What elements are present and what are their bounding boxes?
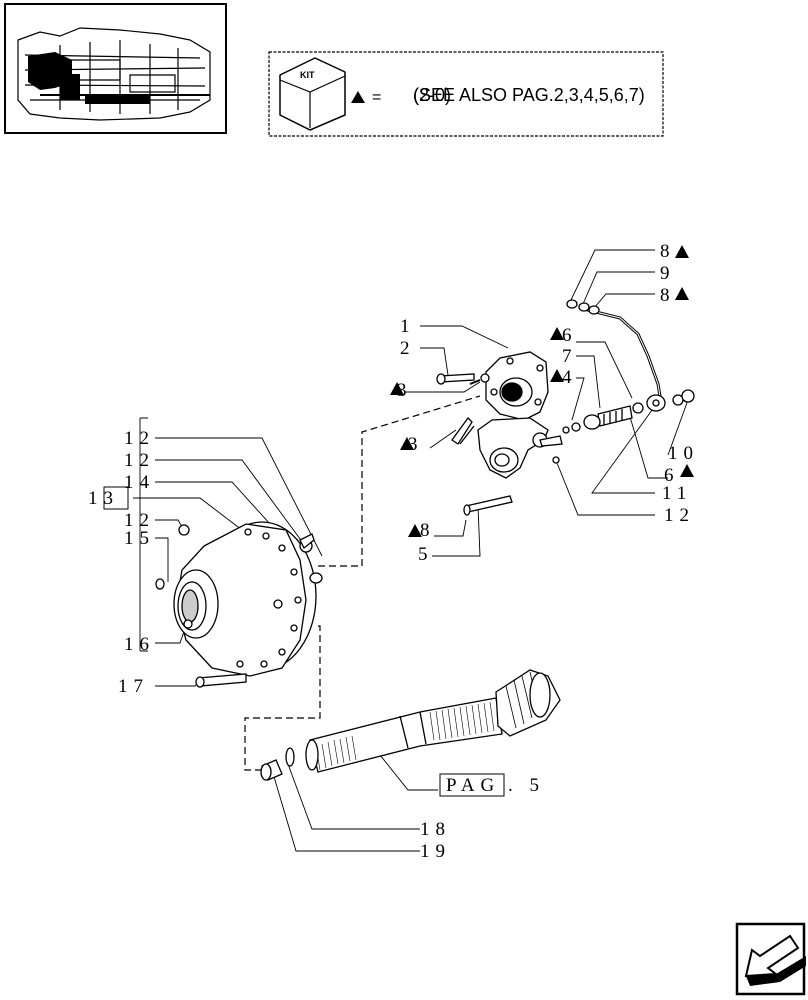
label-9: 9: [660, 263, 676, 284]
triangle-icon: [550, 327, 564, 340]
triangle-icon: [680, 464, 694, 477]
pto-shaft: [305, 669, 561, 773]
label-11: 11: [662, 483, 692, 504]
flange-housing: [155, 521, 323, 688]
label-17: 17: [118, 676, 149, 697]
pin-with-oring: [463, 495, 513, 516]
kit-legend-box: KIT = (SEE ALSO PAG.2,3,4,5,6,7) (2-0): [268, 51, 664, 137]
thumbnail-overview[interactable]: [4, 3, 227, 134]
assembly-dash-lines: [244, 395, 481, 771]
label-15: 15: [124, 528, 155, 549]
label-8: 8: [660, 285, 676, 306]
bushing-and-ring: [260, 747, 295, 781]
label-2: 2: [400, 338, 416, 359]
label-12: 12: [664, 505, 695, 526]
label-12: 12: [124, 450, 155, 471]
part-labels: 8 9 8 1 2 6 7 4 3 3 10 6 11 12 8 5 12 12…: [88, 241, 699, 862]
arrow-left-icon: [744, 934, 806, 986]
label-6: 6: [562, 325, 578, 346]
back-arrow-button[interactable]: [735, 922, 806, 996]
triangle-icon: [400, 437, 414, 450]
label-4: 4: [562, 367, 578, 388]
label-12: 12: [124, 510, 155, 531]
kit-badge-label: KIT: [300, 70, 315, 80]
see-also-reference: (SEE ALSO PAG.2,3,4,5,6,7): [413, 85, 645, 105]
pump-cover: [436, 351, 549, 421]
label-6: 6: [664, 465, 680, 486]
kit-number-reference: (2-0): [413, 85, 451, 105]
label-1: 1: [400, 316, 416, 337]
triangle-icon: [675, 245, 689, 258]
label-18: 18: [420, 819, 451, 840]
triangle-marker-icon: [351, 91, 365, 103]
kit-cube-icon: KIT: [279, 57, 346, 131]
triangle-icon: [408, 524, 422, 537]
label-16: 16: [124, 634, 155, 655]
label-8: 8: [660, 241, 676, 262]
page-reference-word: PAG: [446, 775, 500, 796]
kit-triangles: [390, 245, 694, 537]
pump-housing: [451, 417, 563, 479]
label-5: 5: [418, 544, 434, 565]
label-19: 19: [420, 841, 451, 862]
label-13: 13: [88, 488, 119, 509]
label-7: 7: [562, 346, 578, 367]
triangle-icon: [550, 369, 564, 382]
label-8: 8: [420, 520, 436, 541]
triangle-icon: [390, 382, 404, 395]
oil-pipe-assembly: [562, 299, 695, 434]
kit-equals-sign: =: [372, 89, 381, 106]
label-13-group: 13: [88, 486, 129, 510]
label-3: 3: [408, 434, 424, 455]
page-reference[interactable]: PAG . 5: [439, 773, 545, 797]
label-10: 10: [668, 443, 699, 464]
label-12: 12: [124, 428, 155, 449]
page-reference-number: . 5: [508, 775, 545, 796]
label-14: 14: [124, 472, 155, 493]
label-3: 3: [397, 380, 413, 401]
triangle-icon: [675, 287, 689, 300]
